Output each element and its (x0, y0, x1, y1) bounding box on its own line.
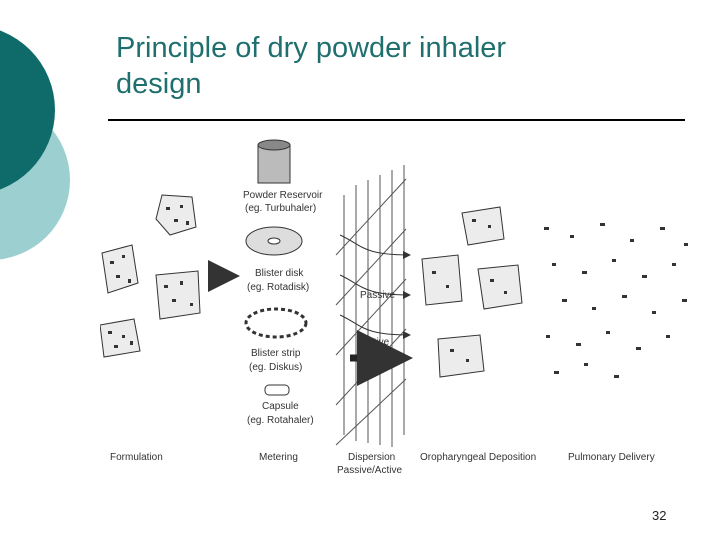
device-example-strip: (eg. Diskus) (249, 362, 302, 373)
passive-curve-arrow (339, 234, 411, 259)
stage-dispersion-mode: Passive/Active (337, 465, 402, 476)
title-divider (108, 119, 685, 121)
oropharyngeal-drug-dots (432, 219, 507, 362)
device-name-reservoir: Powder Reservoir (243, 190, 323, 201)
device-example-capsule: (eg. Rotahaler) (247, 415, 314, 426)
active-curve-arrow (339, 314, 411, 339)
slide-corner-decoration (0, 30, 70, 260)
powder-reservoir-icon (257, 139, 291, 184)
stage-oropharyngeal: Oropharyngeal Deposition (420, 452, 536, 463)
stage-pulmonary: Pulmonary Delivery (568, 452, 655, 463)
oropharyngeal-particles (421, 206, 523, 378)
active-label: Active (362, 337, 390, 348)
blister-disk-icon (245, 226, 303, 256)
stage-formulation: Formulation (110, 452, 163, 463)
blister-strip-icon (244, 307, 308, 339)
stage-dispersion: Dispersion (348, 452, 395, 463)
device-name-capsule: Capsule (262, 401, 299, 412)
formulation-particles (100, 194, 201, 358)
dark-circle-shape (0, 30, 55, 190)
title-line-1: Principle of dry powder inhaler (116, 32, 507, 64)
device-example-reservoir: (eg. Turbuhaler) (245, 203, 316, 214)
device-name-strip: Blister strip (251, 348, 301, 359)
passive-curve-arrow-2 (339, 274, 411, 299)
page-number: 32 (652, 508, 667, 523)
formulation-drug-dots (108, 205, 193, 348)
passive-label: Passive (360, 290, 395, 301)
device-example-disk: (eg. Rotadisk) (247, 282, 309, 293)
device-name-disk: Blister disk (255, 268, 304, 279)
slide-title: Principle of dry powder inhaler design (116, 30, 696, 102)
pulmonary-particles (544, 223, 688, 378)
stage-metering: Metering (259, 452, 298, 463)
capsule-icon (264, 384, 290, 396)
dpi-principle-diagram: Powder Reservoir (eg. Turbuhaler) Bliste… (100, 139, 688, 476)
title-line-2: design (116, 68, 202, 100)
dispersion-mesh (335, 165, 407, 447)
